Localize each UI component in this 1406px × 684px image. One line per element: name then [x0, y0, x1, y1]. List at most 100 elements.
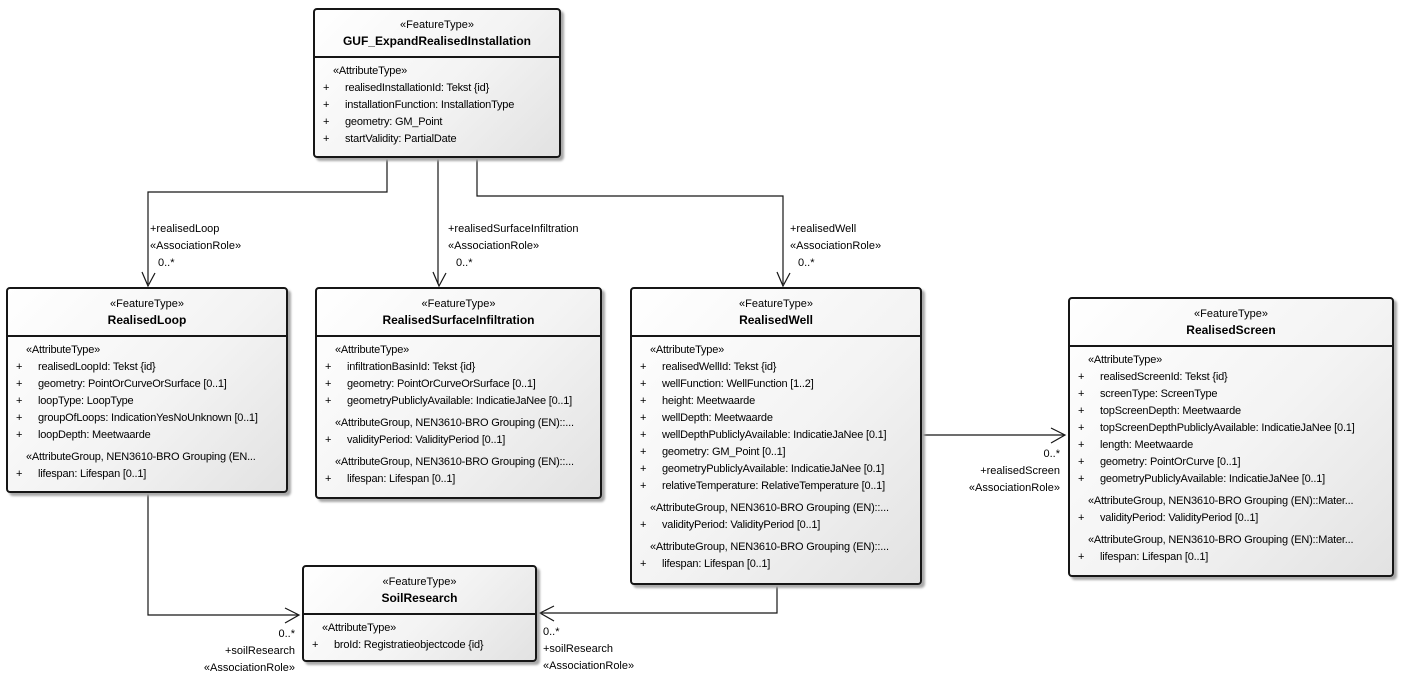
attribute-row: +height: Meetwaarde: [638, 393, 916, 410]
visibility-marker: +: [325, 361, 332, 373]
multiplicity: 0..*: [543, 626, 560, 638]
attribute-text: validityPeriod: ValidityPeriod [0..1]: [347, 434, 506, 446]
visibility-marker: +: [16, 412, 23, 424]
attribute-text: wellDepth: Meetwaarde: [662, 412, 773, 424]
attributes-compartment: «AttributeType»+realisedScreenId: Tekst …: [1070, 347, 1392, 566]
association-label-realised-screen: 0..* +realisedScreen «AssociationRole»: [888, 446, 1060, 497]
association-stereotype: «AssociationRole»: [543, 660, 635, 672]
attribute-text: screenType: ScreenType: [1100, 388, 1218, 400]
attribute-text: startValidity: PartialDate: [345, 133, 457, 145]
attribute-text: geometry: PointOrCurveOrSurface [0..1]: [347, 378, 536, 390]
visibility-marker: +: [640, 378, 647, 390]
attribute-row: +geometry: GM_Point: [321, 114, 555, 131]
box-header: «FeatureType» RealisedLoop: [8, 289, 286, 337]
attribute-row: + wellFunction: WellFunction [1..2]: [638, 376, 916, 393]
attribute-row: +installationFunction: InstallationType: [321, 97, 555, 114]
visibility-marker: +: [1078, 551, 1085, 563]
visibility-marker: +: [640, 429, 647, 441]
attribute-text: loopDepth: Meetwaarde: [38, 429, 151, 441]
attribute-text: wellFunction: WellFunction [1..2]: [662, 378, 814, 390]
multiplicity: 0..*: [456, 257, 473, 269]
attribute-text: groupOfLoops: IndicationYesNoUnknown [0.…: [38, 412, 258, 424]
attribute-text: topScreenDepth: Meetwaarde: [1100, 405, 1241, 417]
class-name: SoilResearch: [381, 590, 458, 605]
visibility-marker: +: [640, 412, 647, 424]
class-box-realised-well[interactable]: «FeatureType» RealisedWell «AttributeTyp…: [630, 287, 922, 585]
class-box-realised-surface-infiltration[interactable]: «FeatureType» RealisedSurfaceInfiltratio…: [315, 287, 602, 499]
attribute-text: infiltrationBasinId: Tekst {id}: [347, 361, 476, 373]
attribute-row: + screenType: ScreenType: [1076, 386, 1388, 403]
attribute-row: +geometry: PointOrCurveOrSurface [0..1]: [14, 376, 282, 393]
attribute-group-stereotype: «AttributeGroup, NEN3610-BRO Grouping (E…: [650, 541, 889, 553]
attributes-compartment: «AttributeType»+realisedWellId: Tekst {i…: [632, 337, 920, 573]
visibility-marker: +: [640, 558, 647, 570]
attribute-row: +wellDepthPubliclyAvailable: IndicatieJa…: [638, 427, 916, 444]
role-name: +realisedLoop: [150, 223, 220, 235]
attribute-group-stereotype: «AttributeGroup, NEN3610-BRO Grouping (E…: [335, 417, 574, 429]
visibility-marker: +: [1078, 388, 1085, 400]
visibility-marker: +: [1078, 473, 1085, 485]
association-realised-well: [476, 159, 784, 284]
visibility-marker: +: [323, 133, 330, 145]
attribute-text: realisedLoopId: Tekst {id}: [38, 361, 156, 373]
attribute-row: + infiltrationBasinId: Tekst {id}: [323, 359, 596, 376]
association-stereotype: «AssociationRole»: [203, 662, 295, 674]
arrowhead-soil-research-left: [284, 607, 301, 624]
class-box-guf-expandrealisedinstallation[interactable]: «FeatureType» GUF_ExpandRealisedInstalla…: [313, 8, 561, 158]
visibility-marker: +: [16, 468, 23, 480]
attribute-type-stereotype: «AttributeType»: [26, 344, 101, 356]
attribute-group-stereotype: «AttributeGroup, NEN3610-BRO Grouping (E…: [1088, 495, 1354, 507]
visibility-marker: +: [640, 463, 647, 475]
attribute-row: + realisedLoopId: Tekst {id}: [14, 359, 282, 376]
association-label-soil-research-right: 0..* +soilResearch «AssociationRole»: [543, 624, 634, 675]
attribute-row: + geometryPubliclyAvailable: IndicatieJaN…: [1076, 471, 1388, 488]
class-name: GUF_ExpandRealisedInstallation: [342, 33, 532, 48]
class-name: RealisedWell: [739, 312, 813, 327]
association-label-soil-research-left: 0..* +soilResearch «AssociationRole»: [115, 626, 295, 677]
role-name: +realisedWell: [790, 223, 857, 235]
multiplicity: 0..*: [1043, 448, 1060, 460]
visibility-marker: +: [323, 82, 330, 94]
role-name: +soilResearch: [224, 645, 295, 657]
attribute-row: +geometryPubliclyAvailable: IndicatieJaN…: [638, 461, 916, 478]
attribute-row: +realisedScreenId: Tekst {id}: [1076, 369, 1388, 386]
box-header: «FeatureType» SoilResearch: [304, 567, 535, 615]
attribute-row: + loopDepth: Meetwaarde: [14, 427, 282, 444]
visibility-marker: +: [16, 378, 23, 390]
visibility-marker: +: [325, 473, 332, 485]
attribute-text: height: Meetwaarde: [662, 395, 756, 407]
attribute-type-stereotype: «AttributeType»: [322, 622, 397, 634]
attribute-text: broId: Registratieobjectcode {id}: [334, 639, 484, 651]
attribute-group-stereotype: «AttributeGroup, NEN3610-BRO Grouping (E…: [1088, 534, 1354, 546]
stereotype-label: «FeatureType»: [421, 297, 496, 310]
attribute-text: topScreenDepthPubliclyAvailable: Indicat…: [1100, 422, 1355, 434]
visibility-marker: +: [1078, 371, 1085, 383]
attribute-row: + startValidity: PartialDate: [321, 131, 555, 148]
visibility-marker: +: [325, 378, 332, 390]
attribute-group-stereotype: «AttributeGroup, NEN3610-BRO Grouping (E…: [335, 456, 574, 468]
attribute-row: +topScreenDepth: Meetwaarde: [1076, 403, 1388, 420]
class-box-soil-research[interactable]: «FeatureType» SoilResearch «AttributeTyp…: [302, 565, 537, 662]
attribute-text: realisedInstallationId: Tekst {id}: [345, 82, 490, 94]
attribute-row: +lifespan: Lifespan [0..1]: [1076, 549, 1388, 566]
multiplicity: 0..*: [158, 257, 175, 269]
visibility-marker: +: [1078, 439, 1085, 451]
class-box-realised-screen[interactable]: «FeatureType» RealisedScreen «AttributeT…: [1068, 297, 1394, 577]
visibility-marker: +: [16, 361, 23, 373]
box-header: «FeatureType» RealisedWell: [632, 289, 920, 337]
class-name: RealisedLoop: [107, 312, 187, 327]
visibility-marker: +: [640, 519, 647, 531]
attribute-text: geometryPubliclyAvailable: IndicatieJaNe…: [347, 395, 572, 407]
visibility-marker: +: [1078, 422, 1085, 434]
class-box-realised-loop[interactable]: «FeatureType» RealisedLoop «AttributeTyp…: [6, 287, 288, 493]
attribute-text: geometryPubliclyAvailable: IndicatieJaNe…: [1100, 473, 1325, 485]
attribute-text: geometry: PointOrCurve [0..1]: [1100, 456, 1241, 468]
visibility-marker: +: [325, 434, 332, 446]
attribute-group-stereotype: «AttributeGroup, NEN3610-BRO Grouping (E…: [650, 502, 889, 514]
stereotype-label: «FeatureType»: [400, 18, 474, 31]
visibility-marker: +: [640, 361, 647, 373]
visibility-marker: +: [16, 429, 23, 441]
attribute-text: installationFunction: InstallationType: [345, 99, 515, 111]
visibility-marker: +: [312, 639, 319, 651]
